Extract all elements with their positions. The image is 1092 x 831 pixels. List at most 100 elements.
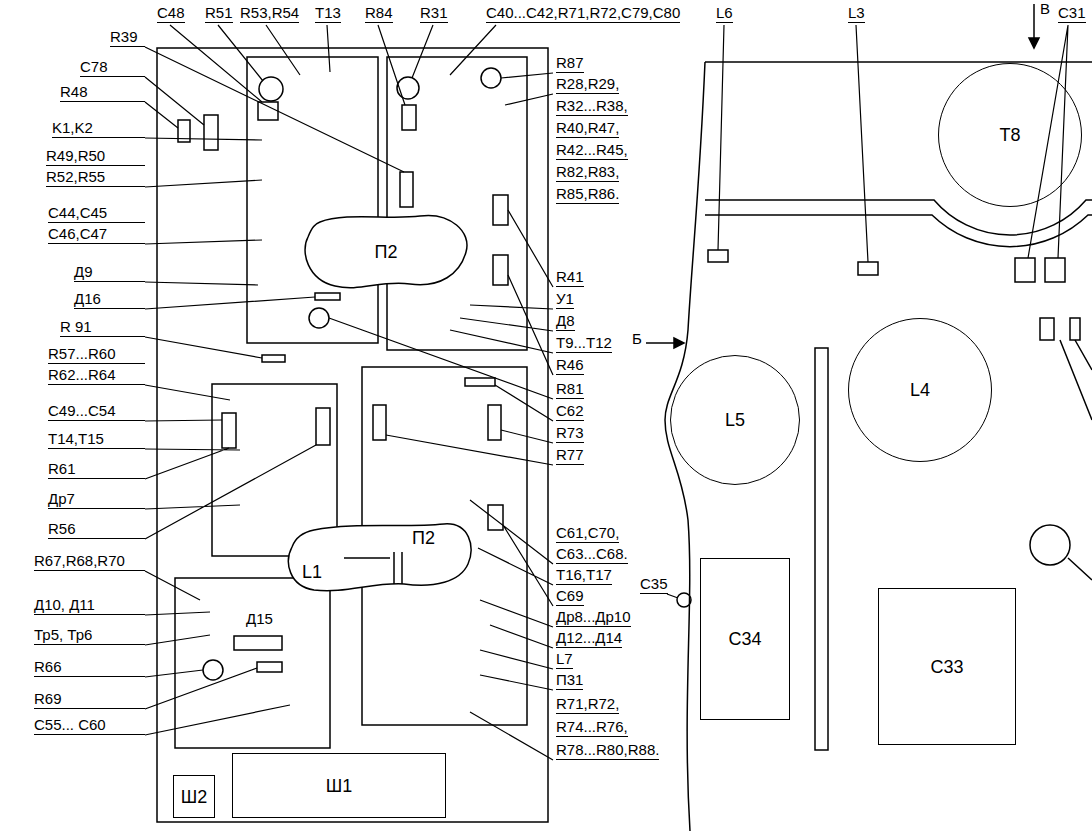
- blob-outline: [305, 215, 467, 287]
- resistor-symbol: [1040, 318, 1054, 340]
- capacitor-symbol: [488, 505, 503, 530]
- resistor-symbol: [493, 195, 508, 225]
- resistor-symbol: [203, 660, 223, 680]
- callout-label: В: [1040, 0, 1050, 18]
- blob-outline: [288, 524, 471, 591]
- callout-label: R31: [420, 4, 448, 23]
- view-arrow: [1033, 4, 1035, 40]
- resistor-symbol: [402, 105, 416, 130]
- part-name: Ш1: [326, 776, 353, 796]
- callout-label: K1,K2: [52, 119, 145, 138]
- diode-symbol: [234, 636, 282, 650]
- callout-label: C35: [640, 575, 668, 594]
- callout-label: C69: [556, 587, 584, 606]
- circuit-board: [157, 48, 548, 822]
- view-arrow: [646, 342, 676, 344]
- inductor-coil: L5: [670, 355, 800, 485]
- callout-label: Тр5, Тр6: [34, 626, 145, 645]
- callout-label: Др7: [48, 490, 145, 509]
- callout-label: R53,R54: [240, 4, 299, 23]
- callout-label: C48: [157, 4, 185, 23]
- callout-label: C61,C70,: [556, 524, 619, 543]
- callout-label: Д12...Д14: [556, 629, 622, 648]
- part-name: П2: [412, 528, 435, 548]
- callout-label: C49...C54: [48, 402, 145, 421]
- callout-label: П31: [556, 671, 583, 690]
- callout-label: C78: [80, 58, 145, 77]
- part-name: C33: [930, 657, 963, 677]
- components: [178, 68, 508, 680]
- view-arrows: [646, 4, 1039, 348]
- arrowhead: [674, 338, 684, 348]
- board-outline: [157, 48, 548, 822]
- callout-label: Д10, Д11: [34, 596, 145, 615]
- callout-label: R28,R29,: [556, 75, 619, 94]
- resistor-symbol: [1030, 525, 1070, 565]
- housing-edge: [705, 215, 1092, 247]
- leader-line: [329, 73, 678, 760]
- part-name: П2: [375, 242, 398, 262]
- capacitor-symbol: [677, 593, 691, 607]
- callout-label: C62: [556, 402, 584, 421]
- resistor-symbol: [400, 172, 413, 207]
- callout-label: R71,R72,: [556, 695, 619, 714]
- callout-label: R41: [556, 268, 584, 287]
- inductor-symbol: [344, 552, 402, 584]
- leader-line: [170, 25, 1068, 262]
- callout-label: Др8...Др10: [556, 608, 631, 627]
- callout-label: У1: [556, 290, 574, 309]
- callout-label: C63...C68.: [556, 545, 628, 564]
- callout-label: L6: [716, 4, 733, 23]
- capacitor-symbol: [465, 378, 495, 386]
- callout-label: L7: [556, 650, 573, 669]
- callout-label: R49,R50: [46, 147, 145, 166]
- callout-label: R56: [48, 520, 145, 539]
- connector-block: L1 П2: [284, 522, 474, 594]
- callout-label: R57...R60: [48, 345, 145, 364]
- callout-label: R32...R38,: [556, 97, 628, 116]
- callout-label: R81: [556, 380, 584, 399]
- capacitor-block: C33: [878, 588, 1016, 745]
- resistor-symbol: [1070, 318, 1080, 340]
- callout-label: R67,R68,R70: [34, 552, 145, 571]
- resistor-symbol: [222, 413, 236, 448]
- callout-label: R52,R55: [46, 168, 145, 187]
- part-name: C34: [728, 629, 761, 649]
- housing: [665, 62, 1092, 831]
- capacitor-symbol: [204, 115, 218, 150]
- resistor-symbol: [373, 405, 386, 440]
- part-name: L1: [302, 562, 322, 582]
- callout-label: R62...R64: [48, 366, 145, 385]
- callout-label: C46,C47: [48, 225, 145, 244]
- sub-board: [175, 578, 330, 748]
- break-line: [665, 62, 705, 831]
- callout-label: C31: [1058, 4, 1086, 23]
- part-name: T8: [999, 125, 1020, 145]
- callout-label: Д15: [246, 610, 273, 628]
- callout-label: R39: [110, 28, 145, 47]
- callout-label: R 91: [60, 318, 145, 337]
- capacitor-block: C34: [700, 558, 790, 720]
- plug-connector: Ш2: [173, 775, 215, 818]
- resistor-symbol: [493, 255, 508, 285]
- resistor-symbol: [481, 68, 501, 88]
- leader-line: [145, 47, 404, 735]
- callout-label: R82,R83,: [556, 163, 619, 182]
- callout-label: R73: [556, 424, 584, 443]
- blob-outline: [284, 522, 474, 594]
- callout-label: R84: [365, 4, 393, 23]
- callout-label: R78...R80,R88.: [556, 741, 659, 760]
- diode-symbol: [315, 293, 340, 300]
- callout-label: T14,T15: [48, 430, 145, 449]
- inductor-symbol: [708, 250, 728, 262]
- callout-label: R42...R45,: [556, 141, 628, 160]
- transformer: T8: [938, 63, 1082, 207]
- part-name: Ш2: [181, 787, 208, 807]
- callout-label: Б: [632, 330, 642, 348]
- partition-bar: [815, 348, 828, 750]
- callout-label: R66: [34, 658, 145, 677]
- callout-label: C55... C60: [34, 716, 145, 735]
- callout-label: R48: [60, 83, 145, 102]
- capacitor-symbol: [1015, 258, 1035, 282]
- inductor-coil: L4: [848, 318, 992, 462]
